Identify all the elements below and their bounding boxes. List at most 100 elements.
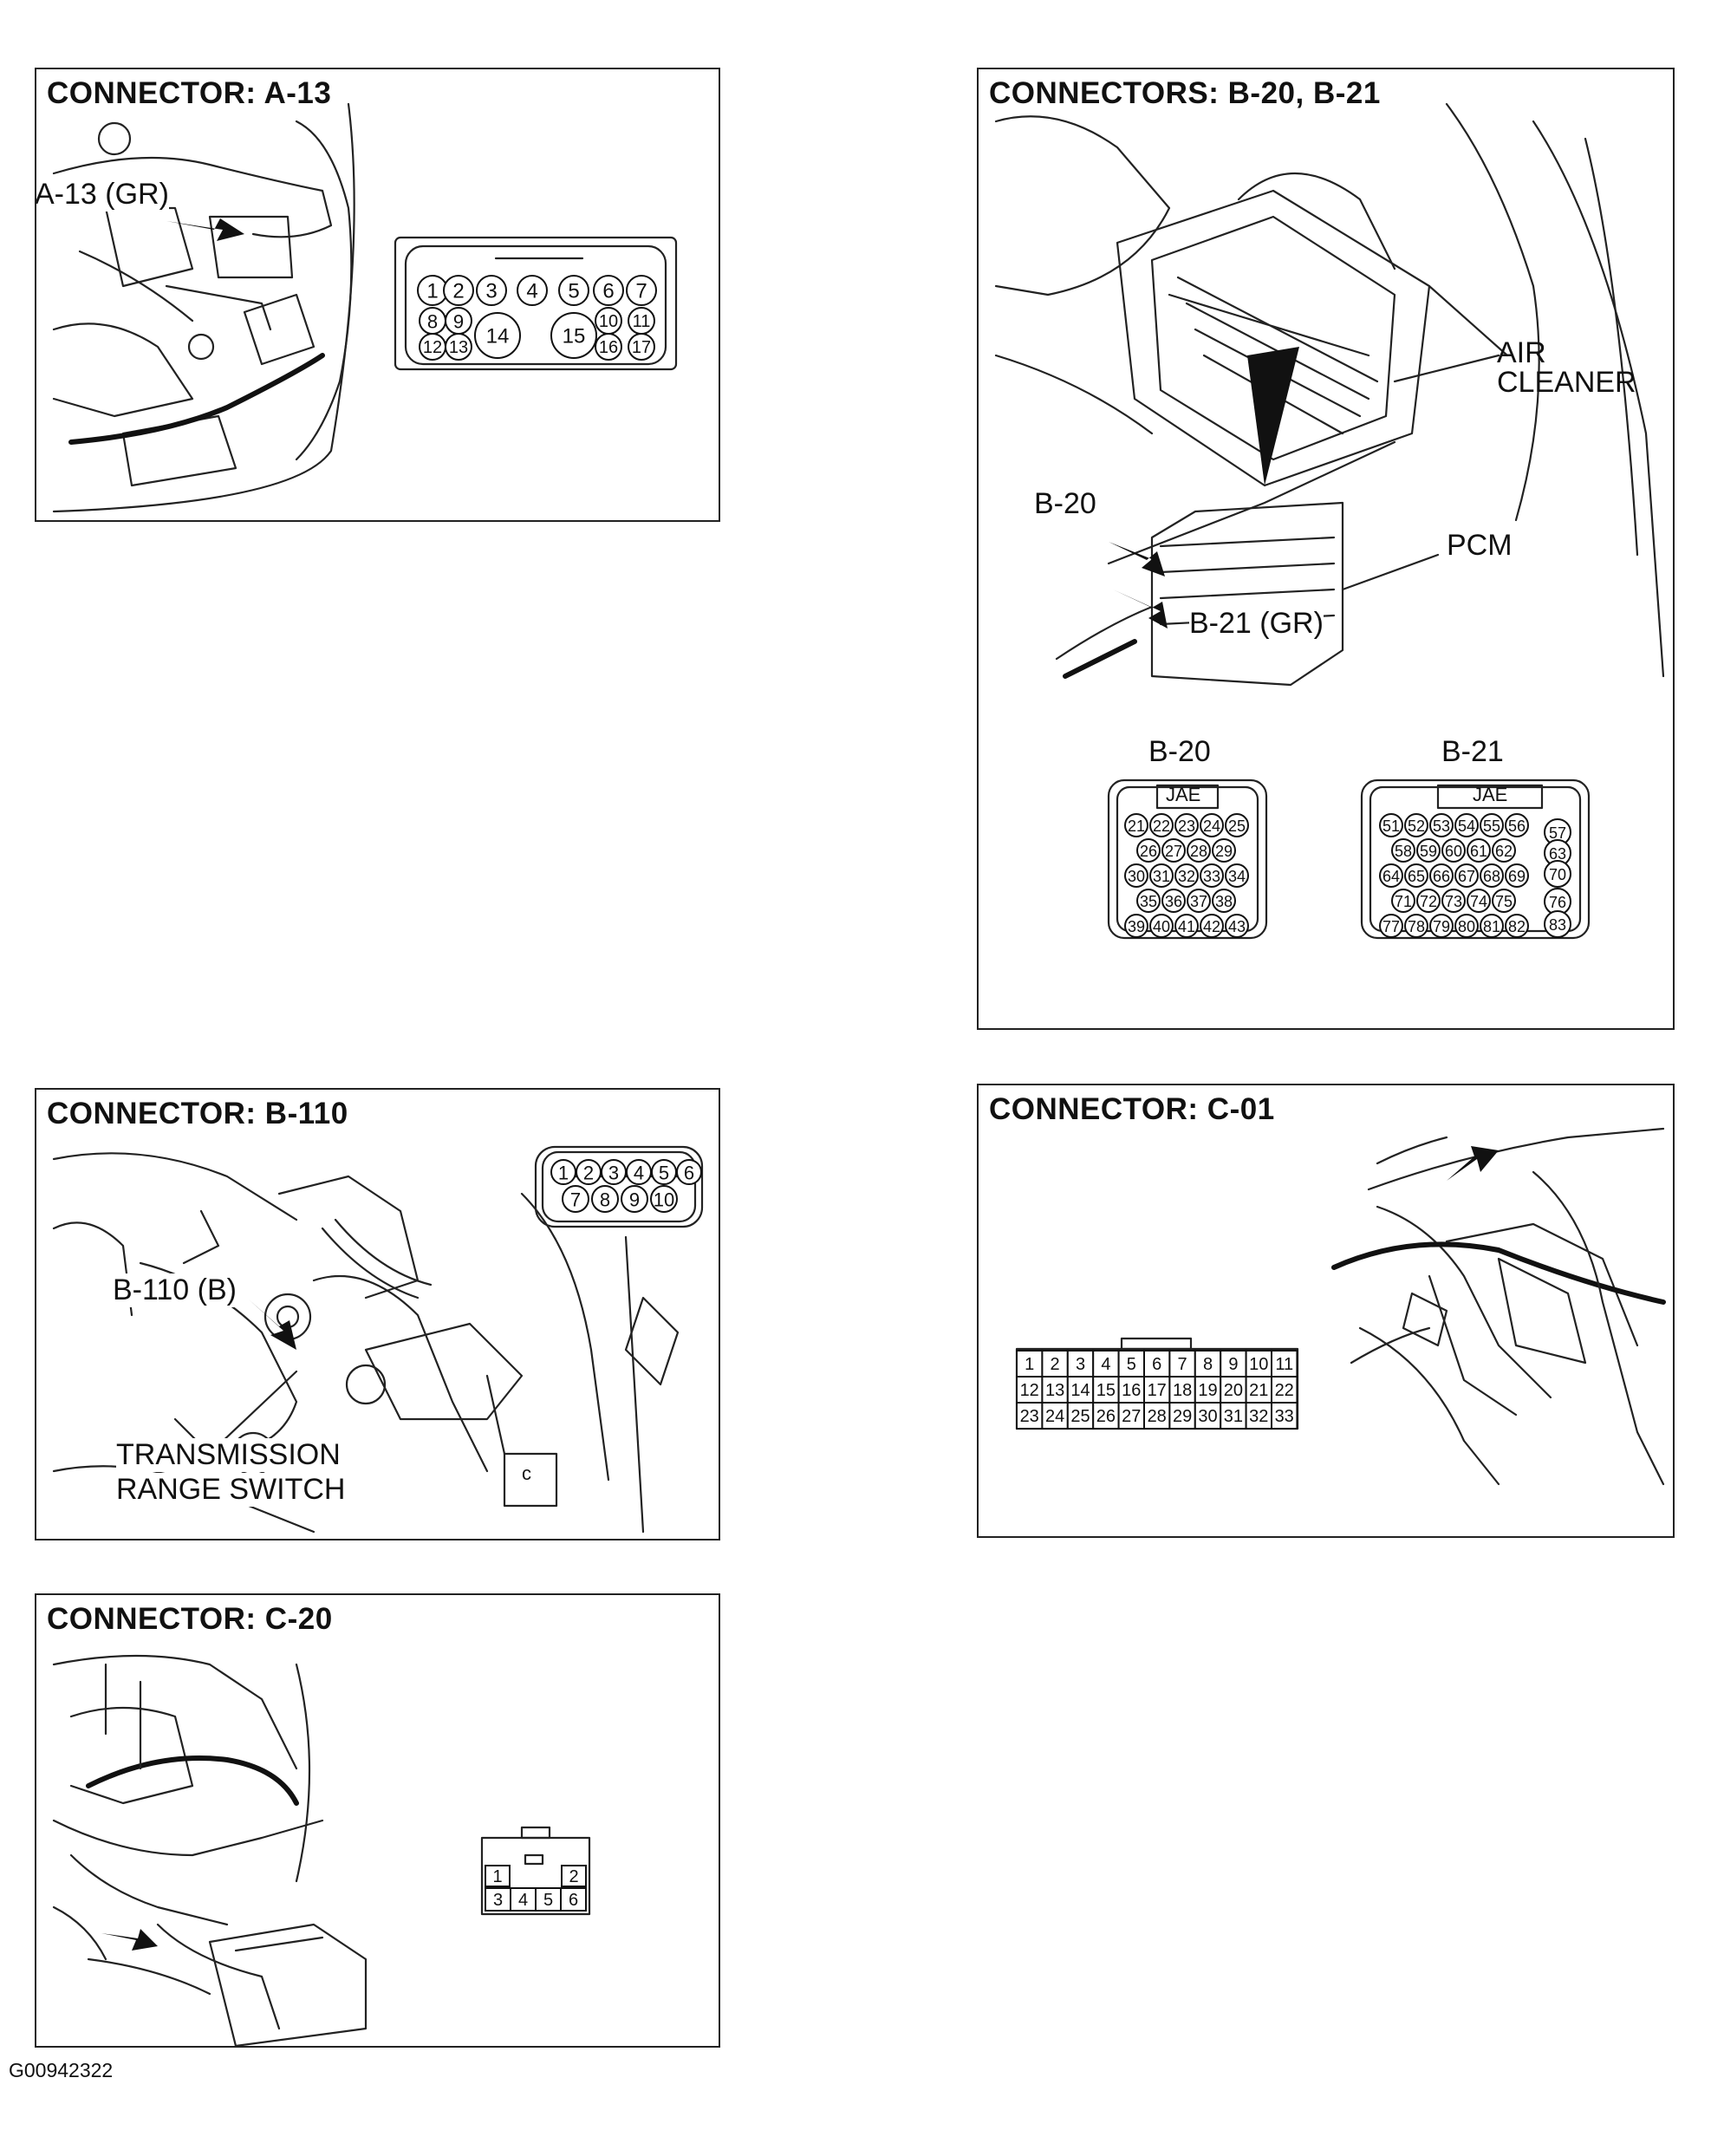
pin-38 [1212, 889, 1236, 913]
pin-label-80: 80 [1458, 918, 1475, 935]
pin-label-78: 78 [1408, 918, 1425, 935]
pin-label-25: 25 [1070, 1407, 1090, 1426]
pin-13 [445, 333, 472, 361]
pin-32 [1245, 1402, 1273, 1430]
pin-label-75: 75 [1495, 893, 1513, 910]
pin-39 [1124, 914, 1148, 938]
pin-label-21: 21 [1128, 817, 1145, 835]
pin-label-11: 11 [1275, 1355, 1293, 1374]
pin-label-28: 28 [1148, 1407, 1167, 1426]
pin-52 [1404, 813, 1428, 837]
pin-8 [591, 1185, 619, 1213]
pin-28 [1187, 838, 1211, 863]
pin-77 [1379, 914, 1403, 938]
pin-66 [1429, 863, 1454, 888]
pin-17 [1143, 1376, 1171, 1404]
pin-72 [1416, 889, 1441, 913]
pin-33 [1271, 1402, 1298, 1430]
pin-7 [562, 1185, 589, 1213]
pin-label-56: 56 [1508, 817, 1526, 835]
pin-label-13: 13 [1045, 1381, 1064, 1400]
pin-9 [1220, 1350, 1247, 1378]
a13-callout: A-13 (GR) [35, 178, 169, 212]
pin-7 [626, 275, 657, 306]
pin-label-35: 35 [1140, 893, 1157, 910]
b20-heading: B-20 [1148, 735, 1211, 768]
pin-15 [550, 312, 597, 359]
pin-label-10: 10 [654, 1189, 674, 1211]
pin-label-5: 5 [1127, 1355, 1136, 1374]
pin-label-28: 28 [1190, 843, 1207, 860]
air-cleaner-label-2: CLEANER [1497, 366, 1636, 399]
pin-56 [1505, 813, 1529, 837]
pin-label-10: 10 [599, 312, 618, 331]
pin-6 [593, 275, 624, 306]
pin-68 [1480, 863, 1504, 888]
pin-23 [1174, 813, 1199, 837]
pin-label-20: 20 [1224, 1381, 1243, 1400]
pin-label-15: 15 [1096, 1381, 1116, 1400]
pin-label-72: 72 [1420, 893, 1437, 910]
panel-title: CONNECTOR: C-20 [47, 1602, 333, 1636]
pin-label-42: 42 [1203, 918, 1220, 935]
pin-label-7: 7 [1178, 1355, 1187, 1374]
pin-label-10: 10 [1249, 1355, 1268, 1374]
pin-27 [1161, 838, 1186, 863]
pin-10 [650, 1185, 678, 1213]
switch-label-1: TRANSMISSION [116, 1438, 341, 1472]
arrow-icon [1447, 1146, 1499, 1181]
pin-label-1: 1 [558, 1163, 569, 1184]
pin-label-6: 6 [569, 1891, 578, 1910]
pin-label-31: 31 [1153, 868, 1170, 885]
air-cleaner-label-1: AIR [1497, 336, 1546, 369]
figure-code: G00942322 [9, 2059, 114, 2081]
pin-label-5: 5 [659, 1163, 669, 1184]
pin-29 [1212, 838, 1236, 863]
pin-81 [1480, 914, 1504, 938]
pin-2 [561, 1865, 587, 1887]
pin-label-52: 52 [1408, 817, 1425, 835]
pin-78 [1404, 914, 1428, 938]
pin-27 [1117, 1402, 1146, 1430]
pin-label-13: 13 [449, 338, 468, 357]
pin-label-60: 60 [1445, 843, 1462, 860]
pin-label-68: 68 [1483, 868, 1500, 885]
pin-83 [1544, 910, 1571, 938]
pin-label-16: 16 [1122, 1381, 1141, 1400]
pin-label-23: 23 [1178, 817, 1195, 835]
pin-label-19: 19 [1198, 1381, 1217, 1400]
pin-65 [1404, 863, 1428, 888]
pin-14 [474, 312, 521, 359]
pin-30 [1124, 863, 1148, 888]
pin-label-2: 2 [583, 1163, 594, 1184]
pin-55 [1480, 813, 1504, 837]
pin-label-3: 3 [493, 1891, 503, 1910]
pin-69 [1505, 863, 1529, 888]
pointer-wedge [1247, 347, 1299, 485]
pin-label-26: 26 [1096, 1407, 1116, 1426]
pin-label-11: 11 [633, 312, 651, 331]
pin-31 [1220, 1402, 1247, 1430]
pin-11 [1271, 1350, 1298, 1378]
misc-c-label: c [522, 1462, 531, 1484]
pin-label-82: 82 [1508, 918, 1526, 935]
pin-label-2: 2 [569, 1867, 578, 1886]
pin-label-14: 14 [1070, 1381, 1090, 1400]
arrow-icon [1109, 542, 1165, 576]
pin-58 [1391, 838, 1415, 863]
pin-label-6: 6 [602, 280, 614, 303]
pin-80 [1454, 914, 1479, 938]
pin-label-38: 38 [1215, 893, 1233, 910]
pin-label-64: 64 [1382, 868, 1400, 885]
pin-label-6: 6 [1152, 1355, 1161, 1374]
pin-label-18: 18 [1173, 1381, 1192, 1400]
pin-label-32: 32 [1249, 1407, 1268, 1426]
pin-label-8: 8 [600, 1189, 610, 1211]
